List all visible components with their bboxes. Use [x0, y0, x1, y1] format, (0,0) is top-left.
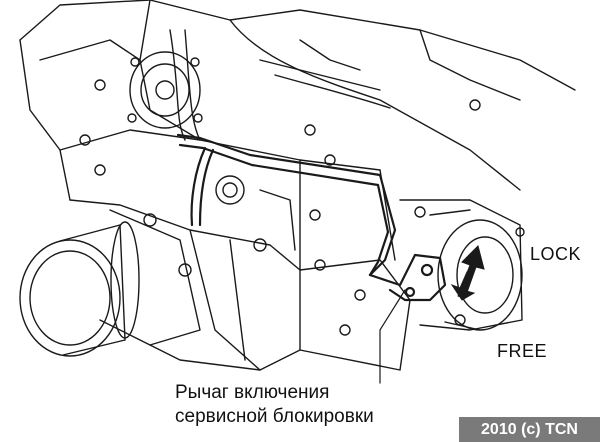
copyright-watermark: 2010 (c) TCN: [459, 417, 600, 442]
top-flange: [127, 51, 203, 129]
lever-caption: Рычаг включения сервисной блокировки: [175, 381, 435, 429]
output-flange: [19, 221, 140, 357]
free-label: FREE: [497, 341, 548, 361]
locking-hub: [399, 199, 523, 331]
caption-leader-line: [379, 289, 406, 384]
caption-line-2: сервисной блокировки: [175, 406, 374, 427]
front-output-housing: [69, 199, 301, 371]
lock-free-arrow: [450, 245, 485, 301]
service-lock-lever: [176, 133, 447, 302]
caption-line-1: Рычаг включения: [175, 382, 330, 403]
lock-label: LOCK: [530, 244, 582, 264]
bolt-heads: [79, 79, 525, 336]
transmission-housing: [19, 0, 576, 201]
